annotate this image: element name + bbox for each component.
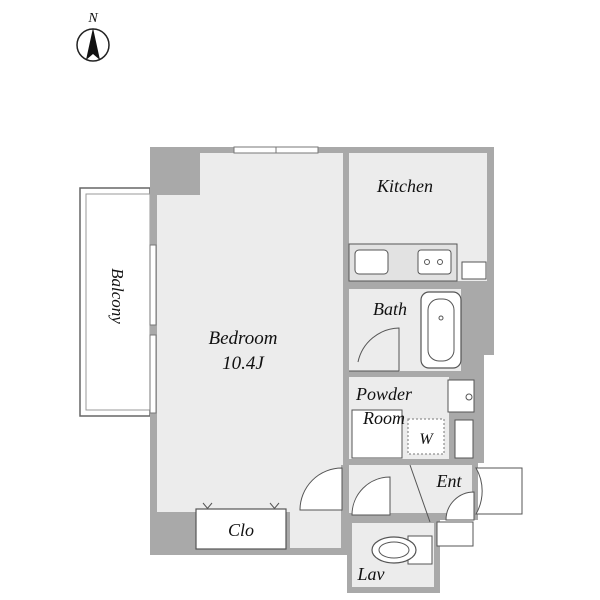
lavatory-label: Lav — [357, 564, 385, 584]
storage-icon — [454, 419, 474, 459]
bedroom-door-swing — [299, 467, 343, 511]
vanity-icon — [447, 379, 475, 413]
front-door-swing — [475, 467, 523, 515]
lavatory-fixtures — [371, 535, 433, 565]
powder-door-swing — [351, 409, 403, 459]
washer-space — [407, 418, 445, 455]
toilet-icon — [371, 536, 417, 564]
bedroom-floor — [157, 153, 343, 548]
sink-icon — [354, 249, 389, 275]
closet-label: Clo — [228, 520, 254, 540]
bath-fixtures — [349, 291, 462, 372]
fridge-space — [461, 261, 487, 280]
powder-room-fixtures: W — [351, 379, 475, 459]
washer-label: W — [419, 431, 434, 448]
compass-label: N — [87, 11, 98, 26]
powder-room-label-line2: Room — [362, 408, 405, 428]
shoe-cabinet — [436, 521, 474, 547]
balcony: Balcony — [79, 187, 151, 417]
balcony-label: Balcony — [108, 268, 127, 324]
stove-icon — [417, 249, 452, 275]
bedroom-label: Bedroom — [209, 328, 278, 349]
kitchen-fixtures — [348, 243, 487, 282]
room-labels: Kitchen Bath Bedroom 10.4J Powder Room E… — [209, 176, 463, 584]
entrance-label: Ent — [436, 471, 463, 491]
entrance-fixtures — [299, 464, 523, 547]
lavatory-door-swing — [351, 476, 391, 516]
bath-label: Bath — [373, 299, 407, 319]
closet — [195, 502, 287, 550]
bedroom-size-label: 10.4J — [222, 353, 265, 374]
powder-room-label-line1: Powder — [355, 384, 413, 404]
north-arrow-icon — [86, 28, 100, 60]
kitchen-label: Kitchen — [376, 176, 433, 196]
compass: N — [76, 11, 110, 62]
bath-door-swing — [349, 327, 400, 372]
windows — [149, 146, 319, 414]
